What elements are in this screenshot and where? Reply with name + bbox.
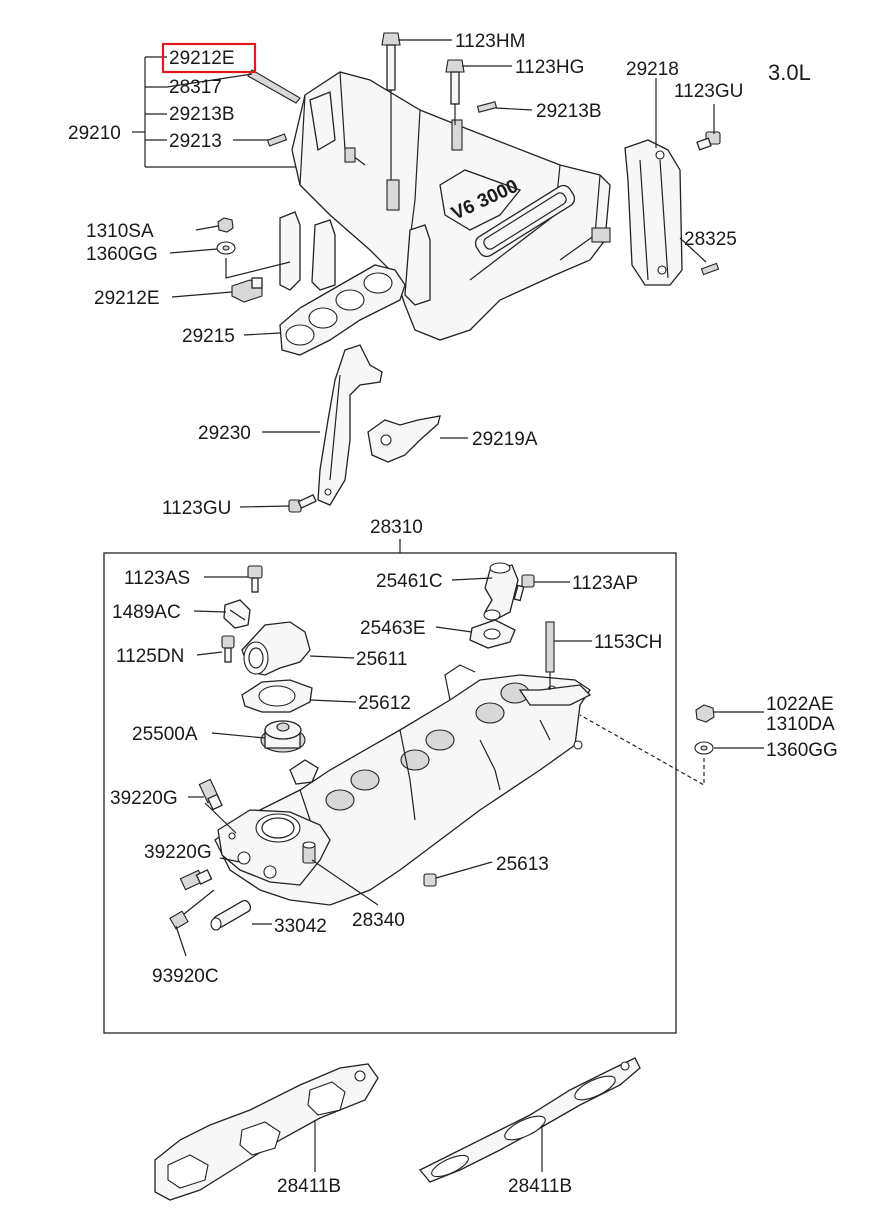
fitting-29212E-lower [231, 277, 263, 303]
pin-28325 [700, 262, 720, 276]
water-inlet-25611 [241, 621, 311, 676]
label-39220G-b: 39220G [144, 842, 212, 863]
label-29230: 29230 [198, 423, 251, 444]
label-1123GU-top: 1123GU [674, 81, 743, 102]
label-1123GU-lower: 1123GU [162, 498, 231, 519]
label-33042: 33042 [274, 916, 327, 937]
bolt-1123AS [247, 565, 263, 593]
label-1022AE: 1022AE [766, 694, 834, 715]
label-25500A: 25500A [132, 724, 198, 745]
bolt-1123HM [381, 32, 401, 180]
nut-1022AE [695, 704, 715, 723]
label-1123AS: 1123AS [124, 568, 190, 589]
bolt-1123GU-lower [288, 494, 317, 513]
plug-25613 [423, 873, 437, 887]
bracket-29219A [367, 415, 441, 463]
label-28340: 28340 [352, 910, 405, 931]
pipe-33042 [210, 899, 252, 931]
label-93920C: 93920C [152, 966, 219, 987]
leader-lines-lower [175, 576, 764, 957]
bolt-1123AP [513, 574, 535, 602]
thermostat-housing-block [217, 809, 331, 886]
label-29212E-top: 29212E [169, 48, 235, 69]
gasket-28411B-left [154, 1063, 379, 1201]
label-1123HG: 1123HG [515, 57, 584, 78]
label-25611: 25611 [356, 649, 407, 670]
labels-lower: 1123AS 25461C 1123AP 1489AC 25463E 1153C… [110, 568, 838, 987]
leader-nut-right [579, 714, 705, 787]
stud-28317 [247, 69, 301, 104]
label-29212E-lower: 29212E [94, 288, 160, 309]
label-1153CH: 1153CH [594, 632, 662, 653]
thermostat-25500A [260, 720, 306, 753]
label-25463E: 25463E [360, 618, 426, 639]
label-28325: 28325 [684, 229, 737, 250]
label-29213B-left: 29213B [169, 104, 235, 125]
label-variant: 3.0L [768, 60, 811, 85]
washer-1360GG-top [216, 241, 236, 255]
label-28411B-right: 28411B [508, 1176, 572, 1197]
gasket-25612 [241, 679, 313, 713]
clamp-1489AC [223, 599, 251, 629]
leader-washer [225, 258, 291, 279]
label-29210: 29210 [68, 123, 121, 144]
label-29218: 29218 [626, 59, 679, 80]
label-28310: 28310 [370, 517, 423, 538]
label-39220G-a: 39220G [110, 788, 178, 809]
label-25613: 25613 [496, 854, 549, 875]
stay-29230 [317, 344, 383, 506]
label-25461C: 25461C [376, 571, 443, 592]
label-1123AP: 1123AP [572, 573, 638, 594]
label-29215: 29215 [182, 326, 235, 347]
bracket-29218 [624, 139, 683, 286]
fitting-28340 [302, 841, 316, 864]
label-1360GG-top: 1360GG [86, 244, 158, 265]
label-29213B-right: 29213B [536, 101, 602, 122]
label-1489AC: 1489AC [112, 602, 181, 623]
bolt-1123HG [445, 59, 465, 125]
bolt-1123GU-top [696, 131, 721, 151]
gasket-29215 [279, 264, 406, 356]
label-29219A: 29219A [472, 429, 538, 450]
assembly-box-28310 [103, 552, 677, 1034]
label-1310SA: 1310SA [86, 221, 154, 242]
upper-intake-manifold: V6 3000 [279, 71, 611, 341]
water-pipe-25461C [483, 562, 519, 621]
stud-1153CH [545, 621, 555, 690]
sensor-39220G-a [198, 778, 223, 811]
gasket-25463E [469, 619, 516, 649]
label-1360GG-right: 1360GG [766, 740, 838, 761]
label-1125DN: 1125DN [116, 646, 184, 667]
leader-lines-upper [166, 39, 715, 508]
highlight-box [161, 42, 257, 74]
sensor-39220G-b [179, 869, 213, 891]
label-1310DA: 1310DA [766, 714, 835, 735]
nut-1310SA [217, 217, 234, 233]
pin-29213 [266, 133, 288, 147]
label-28317: 28317 [169, 77, 222, 98]
label-28411B-left: 28411B [277, 1176, 341, 1197]
label-29213: 29213 [169, 131, 222, 152]
pin-29213B-right [476, 101, 498, 113]
bolt-1125DN [221, 635, 235, 663]
gasket-28411B-right [418, 1057, 641, 1183]
label-25612: 25612 [358, 693, 411, 714]
washer-1360GG-right [694, 741, 714, 755]
label-1123HM: 1123HM [455, 31, 525, 52]
labels-upper: 29212E 28317 29213B 29213 29210 1123HM 1… [68, 31, 811, 519]
sensor-93920C [169, 889, 215, 930]
